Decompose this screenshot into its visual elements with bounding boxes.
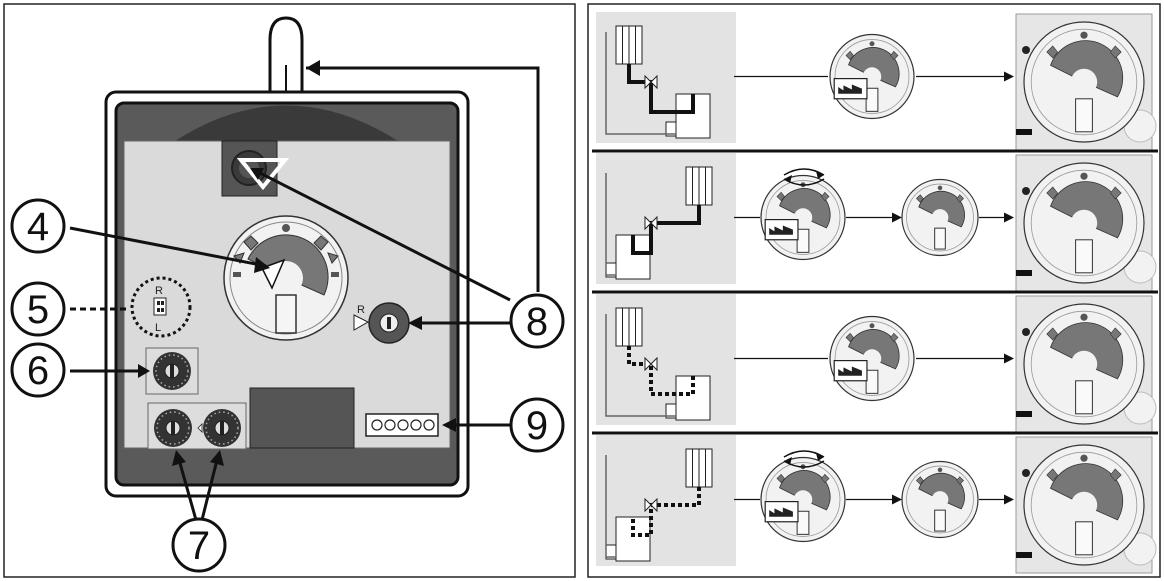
- callout-9: 9: [509, 397, 565, 453]
- button-label-r: R: [357, 304, 365, 316]
- scenario-row-4: [596, 435, 1157, 574]
- left-panel: R L: [3, 3, 576, 578]
- callout-8: 8: [509, 293, 565, 349]
- scenario-row-3: [592, 294, 1158, 435]
- callout-line-7-b: [200, 455, 220, 521]
- callout-6: 6: [10, 342, 66, 398]
- direction-switch: R L: [130, 276, 192, 338]
- callout-5-label: 5: [27, 288, 49, 332]
- callout-line-8-top: [306, 66, 540, 292]
- terminal-block: [365, 413, 439, 437]
- callout-5: 5: [10, 281, 66, 337]
- dial-handle: [275, 294, 297, 334]
- switch-label-r: R: [155, 285, 163, 297]
- shaft-marker: [236, 158, 290, 191]
- callout-line-7-a: [176, 455, 198, 521]
- callout-7: 7: [171, 517, 227, 573]
- cable-block: [249, 387, 355, 449]
- callout-line-8-a: [253, 168, 511, 302]
- scenario-row-1: [592, 12, 1158, 153]
- callout-8-label: 8: [526, 300, 548, 344]
- antenna: [268, 16, 304, 95]
- callout-9-label: 9: [526, 404, 548, 448]
- callout-4-label: 4: [27, 205, 49, 249]
- callout-line-4: [69, 226, 267, 268]
- rotary-knobs-7: [147, 402, 247, 450]
- right-panel: [587, 3, 1161, 578]
- switch-label-l: L: [155, 322, 161, 334]
- callout-7-label: 7: [188, 524, 210, 568]
- scenario-row-2: [592, 153, 1158, 294]
- position-dial: [223, 215, 349, 341]
- rotary-knob-6: [145, 347, 199, 395]
- callout-4: 4: [10, 198, 66, 254]
- dial-dot: [282, 224, 290, 232]
- callout-6-label: 6: [27, 349, 49, 393]
